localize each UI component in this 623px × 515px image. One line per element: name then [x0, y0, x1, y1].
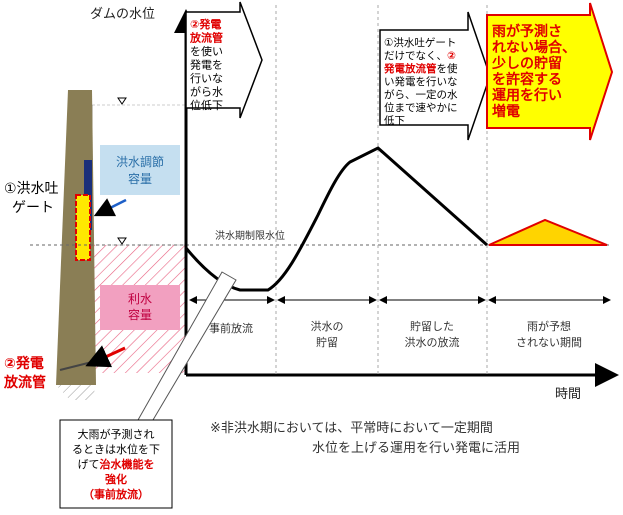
- arrow-1-text-line-1: ②発電: [190, 17, 221, 31]
- arrow-2-text-line-6: 位まで速やかに: [384, 101, 458, 114]
- flood-capacity-zone: [100, 145, 180, 195]
- phase-2-label-2: 貯留: [316, 336, 338, 349]
- flood-capacity-line-2: 容量: [128, 171, 152, 186]
- arrow-2-text-line-4: い発電を行いな: [384, 75, 458, 88]
- phase-2-label-1: 洪水の: [311, 319, 344, 333]
- arrow-2-text-line-2: だけでなく、②: [384, 50, 456, 62]
- arrow-callout-3: [486, 2, 614, 141]
- arrow-2-text: ①洪水吐ゲートだけでなく、②発電放流管を使い発電を行いながら、一定の水位まで速や…: [383, 37, 458, 127]
- arrow-3-text-line-2: れない場合、: [492, 39, 576, 56]
- arrow-3-text-line-3: 少しの貯留: [491, 55, 562, 72]
- gate-label-line-2: ゲート: [12, 200, 54, 216]
- arrow-1-text-line-2: 放流管: [189, 31, 223, 45]
- note-line-1: ※非洪水期においては、平常時において一定期間: [210, 421, 493, 436]
- foundation-hatch: [56, 385, 96, 400]
- gate-pointer-arrow: [93, 198, 127, 217]
- arrow-2-text-line-1: ①洪水吐ゲート: [384, 37, 456, 49]
- arrow-3-text-line-1: 雨が予測さ: [492, 23, 562, 40]
- arrow-1-text-line-7: 位低下: [190, 98, 223, 112]
- arrow-2-text-line-3: 発電放流管を使: [383, 62, 458, 75]
- phase-3-label-1: 貯留した: [410, 320, 454, 333]
- phase-1-label: 事前放流: [209, 321, 253, 335]
- level-marker-limit: [117, 237, 127, 245]
- phase-4-label-2: されない期間: [516, 336, 582, 349]
- arrow-3-text-line-4: を許容する: [492, 71, 562, 88]
- flood-limit-label: 洪水期制限水位: [215, 229, 285, 242]
- phase-3-label-2: 洪水の放流: [405, 335, 460, 349]
- level-marker-top: [117, 97, 127, 105]
- phase-4-label-1: 雨が予想: [527, 319, 571, 333]
- arrow-1-text-line-5: 行いな: [190, 72, 223, 85]
- arrow-callout-2: [379, 11, 491, 141]
- callout-text-line-2: るときは水位を下: [72, 442, 160, 456]
- outlet-pointer-arrow: [85, 345, 126, 368]
- pre-release-callout-box: [59, 419, 173, 509]
- flood-capacity-line-1: 洪水調節: [116, 154, 164, 169]
- water-use-capacity-box: [100, 285, 180, 330]
- arrow-2-text-line-5: がら、一定の水: [384, 88, 458, 101]
- arrow-1-text-line-6: がら水: [190, 85, 223, 99]
- water-use-line-1: 利水: [128, 292, 152, 306]
- callout-text-line-4: 強化: [105, 472, 127, 486]
- outlet-label-line-1: ②発電: [4, 355, 44, 372]
- callout-text-line-5: （事前放流）: [83, 487, 149, 501]
- gate-label-line-1: ①洪水吐: [4, 181, 59, 197]
- note-line-2: 水位を上げる運用を行い発電に活用: [312, 441, 520, 456]
- y-axis-label: ダムの水位: [90, 7, 155, 22]
- small-storage-area: [488, 218, 608, 246]
- water-level-curve: [184, 146, 488, 292]
- spillway-gate-marker: [75, 194, 91, 261]
- arrow-2-text-line-7: 低下: [384, 114, 405, 127]
- arrow-3-text-line-6: 増電: [492, 103, 520, 120]
- arrow-callout-1: [185, 1, 263, 119]
- water-use-line-2: 容量: [128, 307, 152, 322]
- callout-text-line-3: げて治水機能を: [78, 457, 155, 471]
- arrow-1-text-line-3: を使い: [190, 45, 223, 58]
- x-axis-label: 時間: [555, 387, 581, 402]
- callout-text-line-1: 大雨が予測され: [78, 427, 155, 441]
- arrow-3-text-line-5: 運用を行い: [492, 87, 562, 104]
- outlet-label-line-2: 放流管: [3, 374, 46, 391]
- arrow-1-text-line-4: 発電を: [190, 58, 223, 72]
